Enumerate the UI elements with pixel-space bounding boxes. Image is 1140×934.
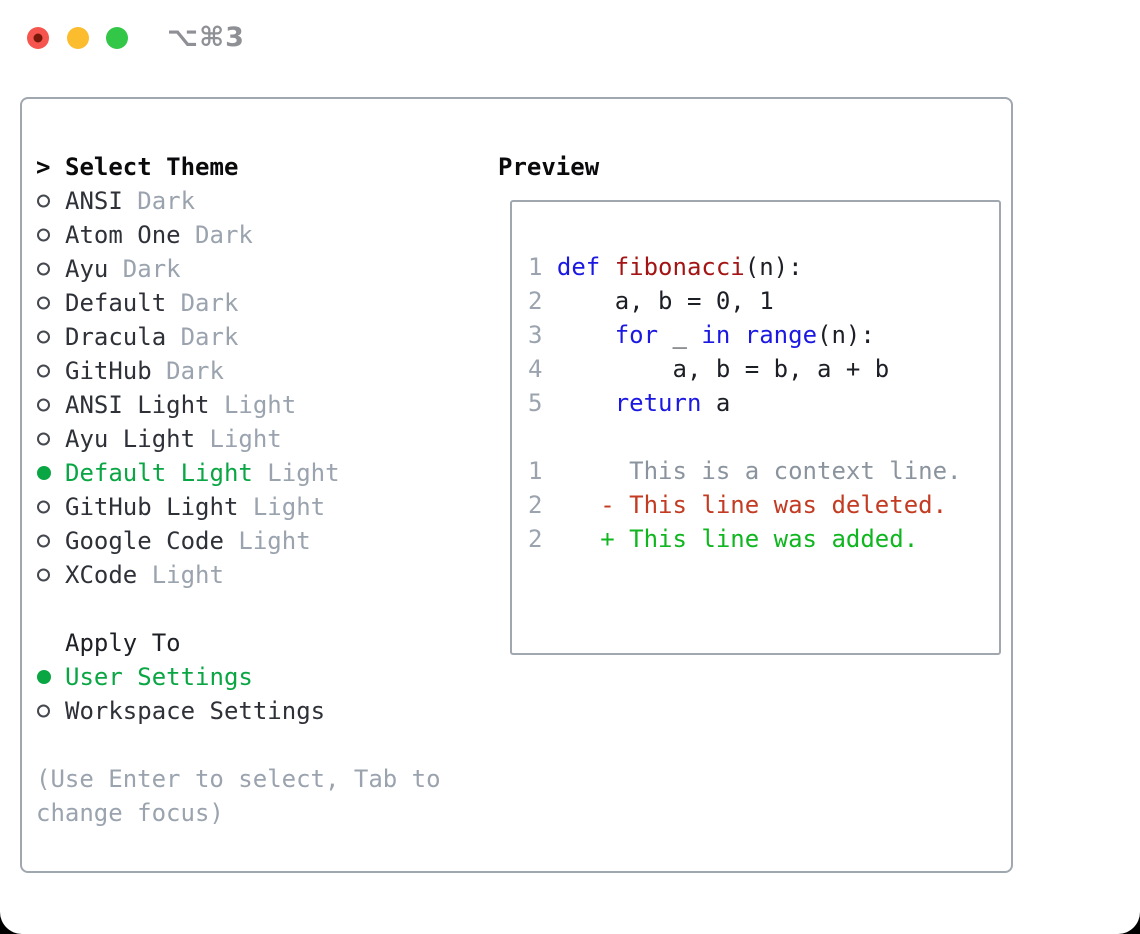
theme-name: Default (65, 289, 167, 317)
radio-icon (36, 456, 65, 490)
theme-option[interactable]: Atom One Dark (36, 218, 486, 252)
spacer (528, 420, 999, 454)
radio-icon (36, 524, 65, 558)
apply-to-option[interactable]: User Settings (36, 660, 486, 694)
diff-lines: 1 This is a context line. 2 - This line w… (528, 454, 999, 556)
line-number: 5 (528, 389, 543, 417)
theme-option[interactable]: Ayu Dark (36, 252, 486, 286)
theme-option[interactable]: XCode Light (36, 558, 486, 592)
radio-icon (36, 388, 65, 422)
radio-icon (36, 354, 65, 388)
code-line: 5 return a (528, 389, 731, 417)
zoom-window-button[interactable] (106, 27, 128, 49)
theme-name: GitHub Light (65, 493, 239, 521)
radio-icon (36, 252, 65, 286)
theme-option[interactable]: GitHub Dark (36, 354, 486, 388)
spacer (36, 592, 486, 626)
line-number: 2 (528, 287, 543, 315)
theme-variant: Dark (166, 289, 239, 317)
theme-option[interactable]: GitHub Light Light (36, 490, 486, 524)
window-title: ⌥⌘3 (167, 22, 245, 53)
radio-icon (36, 320, 65, 354)
code-lines: 1 def fibonacci(n): 2 a, b = 0, 1 3 for _ … (528, 250, 999, 420)
theme-variant: Dark (180, 221, 253, 249)
theme-name: Atom One (65, 221, 181, 249)
radio-icon (36, 218, 65, 252)
theme-name: GitHub (65, 357, 152, 385)
theme-name: Dracula (65, 323, 167, 351)
diff-line: 1 This is a context line. (528, 457, 962, 485)
keyboard-hint: (Use Enter to select, Tab to change focu… (36, 765, 441, 827)
theme-option[interactable]: Dracula Dark (36, 320, 486, 354)
line-number: 2 (528, 525, 543, 553)
theme-option[interactable]: Default Light Light (36, 456, 486, 490)
theme-variant: Dark (108, 255, 181, 283)
code-line: 3 for _ in range(n): (528, 321, 875, 349)
radio-icon (36, 184, 65, 218)
theme-name: Ayu (65, 255, 109, 283)
diff-line: 2 + This line was added. (528, 525, 919, 553)
line-number: 1 (528, 457, 543, 485)
theme-variant: Light (238, 493, 326, 521)
close-window-button[interactable] (27, 27, 49, 49)
radio-icon (36, 422, 65, 456)
titlebar: ⌥⌘3 (0, 0, 1140, 76)
select-theme-heading: Select Theme (65, 153, 239, 181)
theme-name: Google Code (65, 527, 224, 555)
minimize-window-button[interactable] (67, 27, 89, 49)
theme-name: Ayu Light (65, 425, 196, 453)
radio-icon (36, 558, 65, 592)
preview-heading: Preview (498, 153, 600, 181)
theme-variant: Light (252, 459, 340, 487)
theme-option[interactable]: ANSI Dark (36, 184, 486, 218)
theme-variant: Light (209, 391, 297, 419)
theme-name: ANSI (65, 187, 123, 215)
theme-variant: Light (195, 425, 282, 453)
theme-option[interactable]: Default Dark (36, 286, 486, 320)
theme-option[interactable]: Google Code Light (36, 524, 486, 558)
code-line: 1 def fibonacci(n): (528, 253, 803, 281)
apply-to-option[interactable]: Workspace Settings (36, 694, 486, 728)
theme-name: XCode (65, 561, 138, 589)
prompt-caret-icon: > (36, 153, 51, 181)
theme-variant: Dark (122, 187, 196, 215)
theme-variant: Light (137, 561, 224, 589)
line-number: 4 (528, 355, 543, 383)
line-number: 3 (528, 321, 543, 349)
theme-variant: Light (223, 527, 311, 555)
radio-icon (36, 490, 65, 524)
radio-icon (36, 660, 65, 694)
radio-icon (36, 694, 65, 728)
theme-name: Default Light (65, 459, 253, 487)
radio-icon (36, 286, 65, 320)
line-number: 2 (528, 491, 543, 519)
theme-variant: Dark (166, 323, 239, 351)
apply-to-label: User Settings (65, 663, 253, 691)
code-line: 4 a, b = b, a + b (528, 355, 890, 383)
diff-line: 2 - This line was deleted. (528, 491, 948, 519)
code-line: 2 a, b = 0, 1 (528, 287, 774, 315)
theme-option[interactable]: ANSI Light Light (36, 388, 486, 422)
theme-variant: Dark (151, 357, 224, 385)
select-theme-header: > Select Theme (36, 150, 486, 184)
apply-to-heading: Apply To (65, 629, 181, 657)
apply-to-label: Workspace Settings (65, 697, 326, 725)
theme-name: ANSI Light (65, 391, 210, 419)
theme-option[interactable]: Ayu Light Light (36, 422, 486, 456)
preview-box: 1 def fibonacci(n): 2 a, b = 0, 1 3 for _ … (510, 200, 1001, 655)
line-number: 1 (528, 253, 543, 281)
